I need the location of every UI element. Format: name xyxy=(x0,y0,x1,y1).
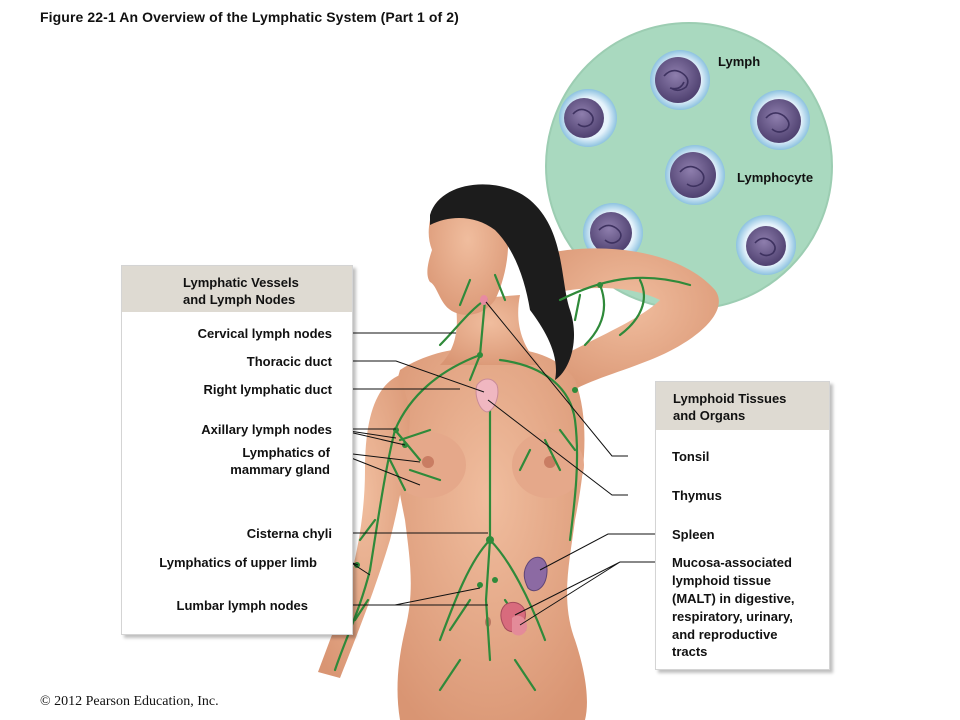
label-malt-line4: respiratory, urinary, xyxy=(672,609,793,624)
label-lymphocyte: Lymphocyte xyxy=(737,170,814,185)
label-lumbar-lymph-nodes: Lumbar lymph nodes xyxy=(176,598,308,613)
organs-panel: Lymphoid Tissues and Organs xyxy=(655,381,830,670)
left-arm xyxy=(318,375,410,678)
label-spleen: Spleen xyxy=(672,527,715,542)
label-lymph: Lymph xyxy=(718,54,761,69)
hair xyxy=(430,184,575,380)
label-tonsil: Tonsil xyxy=(672,449,710,464)
spleen xyxy=(523,556,548,592)
label-upper-limb-lymphatics: Lymphatics of upper limb xyxy=(159,555,317,570)
label-mammary-line1: Lymphatics of xyxy=(242,445,330,460)
lymphocyte xyxy=(665,145,725,205)
copyright-notice: © 2012 Pearson Education, Inc. xyxy=(40,694,219,709)
raised-arm xyxy=(540,248,719,392)
label-malt-line6: tracts xyxy=(672,644,708,659)
organs-panel-header: Lymphoid Tissues and Organs xyxy=(656,382,829,430)
figure-title: Figure 22-1 An Overview of the Lymphatic… xyxy=(40,9,459,25)
vessels-panel-title-line2: and Lymph Nodes xyxy=(183,292,296,307)
lymphocyte xyxy=(736,215,796,275)
label-mammary-line2: mammary gland xyxy=(230,462,330,477)
label-axillary-lymph-nodes: Axillary lymph nodes xyxy=(201,422,332,437)
nipple xyxy=(422,456,434,468)
label-malt-line3: (MALT) in digestive, xyxy=(672,591,795,606)
lymphocyte xyxy=(583,203,643,263)
vessels-panel-title-line1: Lymphatic Vessels xyxy=(183,275,299,290)
vessels-panel: Lymphatic Vessels and Lymph Nodes xyxy=(121,265,353,635)
lymph-inset xyxy=(545,22,833,310)
lymphocyte xyxy=(559,89,617,147)
label-right-lymphatic-duct: Right lymphatic duct xyxy=(203,382,332,397)
organs-panel-title-line1: Lymphoid Tissues xyxy=(673,391,787,406)
label-malt-line5: and reproductive xyxy=(672,627,778,642)
label-thoracic-duct: Thoracic duct xyxy=(246,354,332,369)
label-thymus: Thymus xyxy=(672,488,722,503)
intestine-malt xyxy=(512,615,528,636)
lymphocyte xyxy=(750,90,810,150)
label-malt-line2: lymphoid tissue xyxy=(672,573,771,588)
label-cervical-lymph-nodes: Cervical lymph nodes xyxy=(197,326,332,341)
nipple xyxy=(544,456,556,468)
label-cisterna-chyli: Cisterna chyli xyxy=(246,526,332,541)
organs-panel-title-line2: and Organs xyxy=(673,408,746,423)
vessels-panel-header: Lymphatic Vessels and Lymph Nodes xyxy=(122,266,352,312)
label-malt-line1: Mucosa-associated xyxy=(672,555,792,570)
lymphocyte xyxy=(650,50,710,110)
